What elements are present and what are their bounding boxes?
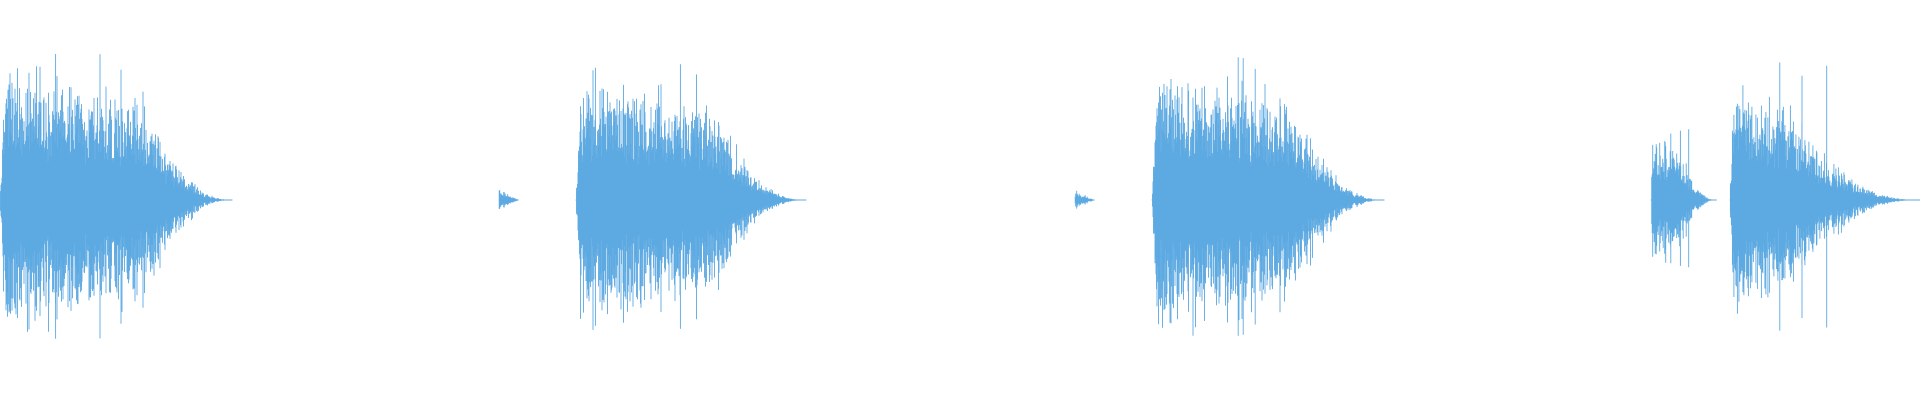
waveform-segment-burst-4 — [1729, 62, 1920, 331]
waveform-trace — [0, 54, 233, 339]
waveform-segment-click-2 — [1074, 190, 1095, 209]
waveform-trace — [498, 190, 519, 209]
waveform-trace — [1729, 62, 1920, 331]
waveform-segment-burst-2 — [575, 64, 807, 330]
waveform-trace — [1650, 129, 1717, 268]
waveform-segment-click-1 — [498, 190, 519, 209]
waveform-segment-pre-burst-4 — [1650, 129, 1717, 268]
waveform-trace — [1151, 57, 1385, 336]
waveform-trace — [575, 64, 807, 330]
waveform-segment-burst-1 — [0, 54, 233, 339]
waveform-segment-burst-3 — [1151, 57, 1385, 336]
waveform-trace — [1074, 190, 1095, 209]
